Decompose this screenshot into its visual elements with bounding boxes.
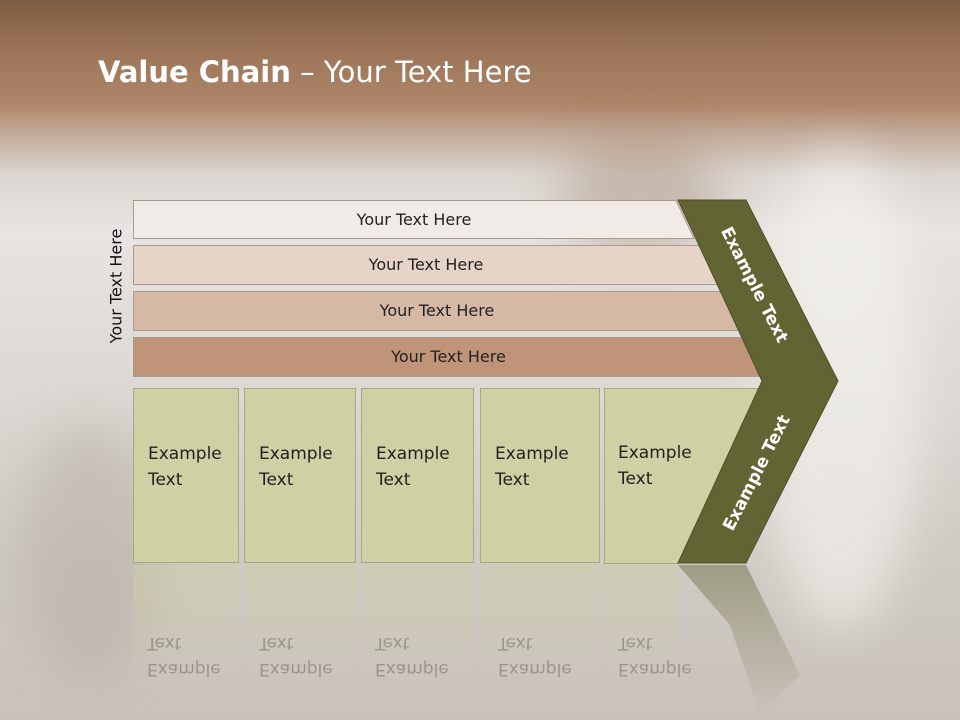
primary-cell-1: Example Text bbox=[133, 388, 239, 563]
reflection-cell-2 bbox=[244, 565, 356, 685]
primary-cell-3-line2: Text bbox=[376, 470, 411, 490]
reflection-cell-3 bbox=[361, 565, 474, 685]
reflection-cell-1 bbox=[133, 565, 239, 685]
title-bold: Value Chain bbox=[98, 55, 291, 89]
primary-cell-5-line2: Text bbox=[618, 469, 653, 489]
primary-cell-4: Example Text bbox=[480, 388, 600, 563]
title-rest: – Your Text Here bbox=[290, 55, 532, 89]
slide-title: Value Chain – Your Text Here bbox=[98, 55, 532, 89]
support-bar-4-label: Your Text Here bbox=[391, 347, 506, 366]
reflection-cell-5 bbox=[604, 565, 678, 685]
support-bar-3: Your Text Here bbox=[133, 291, 741, 331]
support-bar-2-label: Your Text Here bbox=[368, 255, 484, 274]
support-bar-1-shape bbox=[133, 200, 695, 239]
support-bar-1: Your Text Here bbox=[133, 200, 695, 239]
primary-cell-1-line2: Text bbox=[148, 470, 183, 490]
primary-cell-2-line1: Example bbox=[259, 444, 333, 464]
primary-cell-5: Example Text bbox=[618, 440, 692, 492]
primary-cell-2-line2: Text bbox=[259, 470, 294, 490]
reflection-chevron bbox=[678, 565, 800, 715]
primary-cell-2: Example Text bbox=[244, 388, 356, 563]
support-bar-1-label: Your Text Here bbox=[356, 210, 472, 229]
primary-cell-3-line1: Example bbox=[376, 444, 450, 464]
primary-cell-5-line1: Example bbox=[618, 443, 692, 463]
primary-cell-4-line1: Example bbox=[495, 444, 569, 464]
primary-cell-3: Example Text bbox=[361, 388, 474, 563]
reflection-cell-4 bbox=[480, 565, 600, 685]
primary-cell-4-line2: Text bbox=[495, 470, 530, 490]
primary-cell-1-line1: Example bbox=[148, 444, 222, 464]
support-bar-3-label: Your Text Here bbox=[379, 301, 495, 320]
